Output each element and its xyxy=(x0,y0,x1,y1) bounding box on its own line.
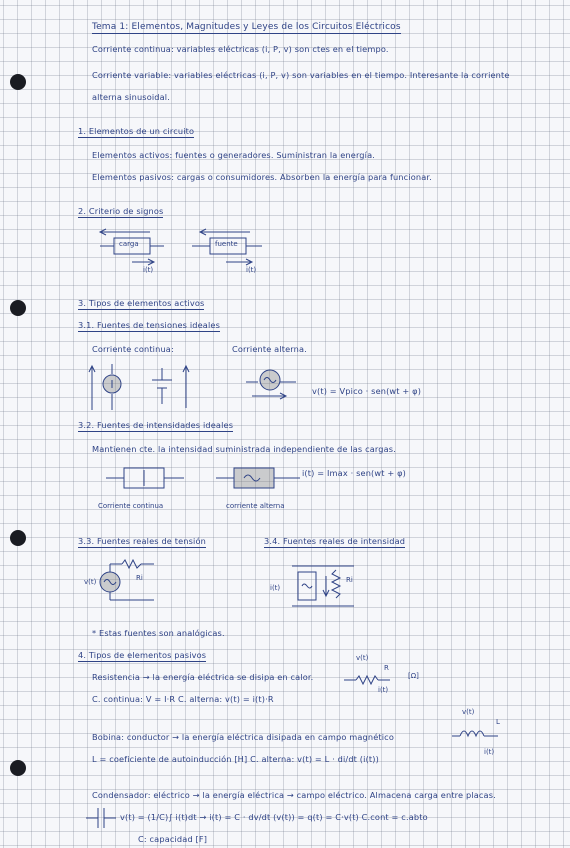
passive-elements: Elementos pasivos: cargas o consumidores… xyxy=(92,172,432,182)
current-label-fuente: i(t) xyxy=(246,266,257,274)
ac-caption: corriente alterna xyxy=(226,502,285,510)
current-label-carga: i(t) xyxy=(143,266,154,274)
intro-line-2: Corriente variable: variables eléctricas… xyxy=(92,70,510,80)
sign-criteria-diagram xyxy=(98,228,262,266)
page-heading: Tema 1: Elementos, Magnitudes y Leyes de… xyxy=(92,22,401,34)
resistance-unit: [Ω] xyxy=(408,672,419,680)
capacitor-desc: Condensador: eléctrico → la energía eléc… xyxy=(92,790,496,800)
real-current-source-diagram xyxy=(292,565,354,607)
real-i-ri-label: Ri xyxy=(346,576,353,584)
current-formula: i(t) = Imax · sen(wt + φ) xyxy=(302,468,407,478)
inductor-v-label: v(t) xyxy=(462,708,475,716)
dc-label: Corriente continua: xyxy=(92,344,174,354)
binder-hole-4 xyxy=(10,760,26,776)
coil-formula: L = coeficiente de autoinducción [H] C. … xyxy=(92,754,379,764)
resistance-formulas: C. continua: V = I·R C. alterna: v(t) = … xyxy=(92,694,274,704)
active-elements: Elementos activos: fuentes o generadores… xyxy=(92,150,376,160)
ac-label: Corriente alterna. xyxy=(232,344,307,354)
intro-line-1: Corriente continua: variables eléctricas… xyxy=(92,44,389,54)
inductor-i-label: i(t) xyxy=(484,748,495,756)
resistor-symbol xyxy=(344,674,390,686)
capacitor-symbol xyxy=(86,808,116,828)
fuente-label: fuente xyxy=(215,240,238,248)
inductor-symbol xyxy=(452,730,498,738)
binder-hole-3 xyxy=(10,530,26,546)
resistance-desc: Resistencia → la energía eléctrica se di… xyxy=(92,672,314,682)
section-4-title: 4. Tipos de elementos pasivos xyxy=(78,650,207,662)
resistor-i-label: i(t) xyxy=(378,686,389,694)
intro-line-3: alterna sinusoidal. xyxy=(92,92,170,102)
section-3-2-title: 3.2. Fuentes de intensidades ideales xyxy=(78,420,234,432)
resistor-v-label: v(t) xyxy=(356,654,369,662)
resistor-r-label: R xyxy=(384,664,389,672)
current-source-desc: Mantienen cte. la intensidad suministrad… xyxy=(92,444,396,454)
coil-desc: Bobina: conductor → la energía eléctrica… xyxy=(92,732,394,742)
analog-note: * Estas fuentes son analógicas. xyxy=(92,628,225,638)
section-3-1-title: 3.1. Fuentes de tensiones ideales xyxy=(78,320,220,332)
real-voltage-source-diagram xyxy=(99,558,154,601)
inductor-l-label: L xyxy=(496,718,500,726)
binder-hole-1 xyxy=(10,74,26,90)
current-sources-diagram xyxy=(106,467,300,489)
section-3-title: 3. Tipos de elementos activos xyxy=(78,298,205,310)
section-2-title: 2. Criterio de signos xyxy=(78,206,164,218)
section-1-title: 1. Elementos de un circuito xyxy=(78,126,195,138)
capacitor-formula: v(t) = (1/C)∫ i(t)dt → i(t) = C · dv/dt … xyxy=(120,812,428,822)
dc-caption: Corriente continua xyxy=(98,502,164,510)
voltage-sources-diagram xyxy=(88,364,296,410)
real-v-label: v(t) xyxy=(84,578,97,586)
carga-label: carga xyxy=(119,240,139,248)
section-3-4-title: 3.4. Fuentes reales de intensidad xyxy=(264,536,406,548)
capacitance-unit: C: capacidad [F] xyxy=(138,834,208,844)
section-3-3-title: 3.3. Fuentes reales de tensión xyxy=(78,536,206,548)
real-i-label: i(t) xyxy=(270,584,281,592)
binder-hole-2 xyxy=(10,300,26,316)
voltage-formula: v(t) = Vpico · sen(wt + φ) xyxy=(312,386,422,396)
real-v-ri-label: Ri xyxy=(136,574,143,582)
